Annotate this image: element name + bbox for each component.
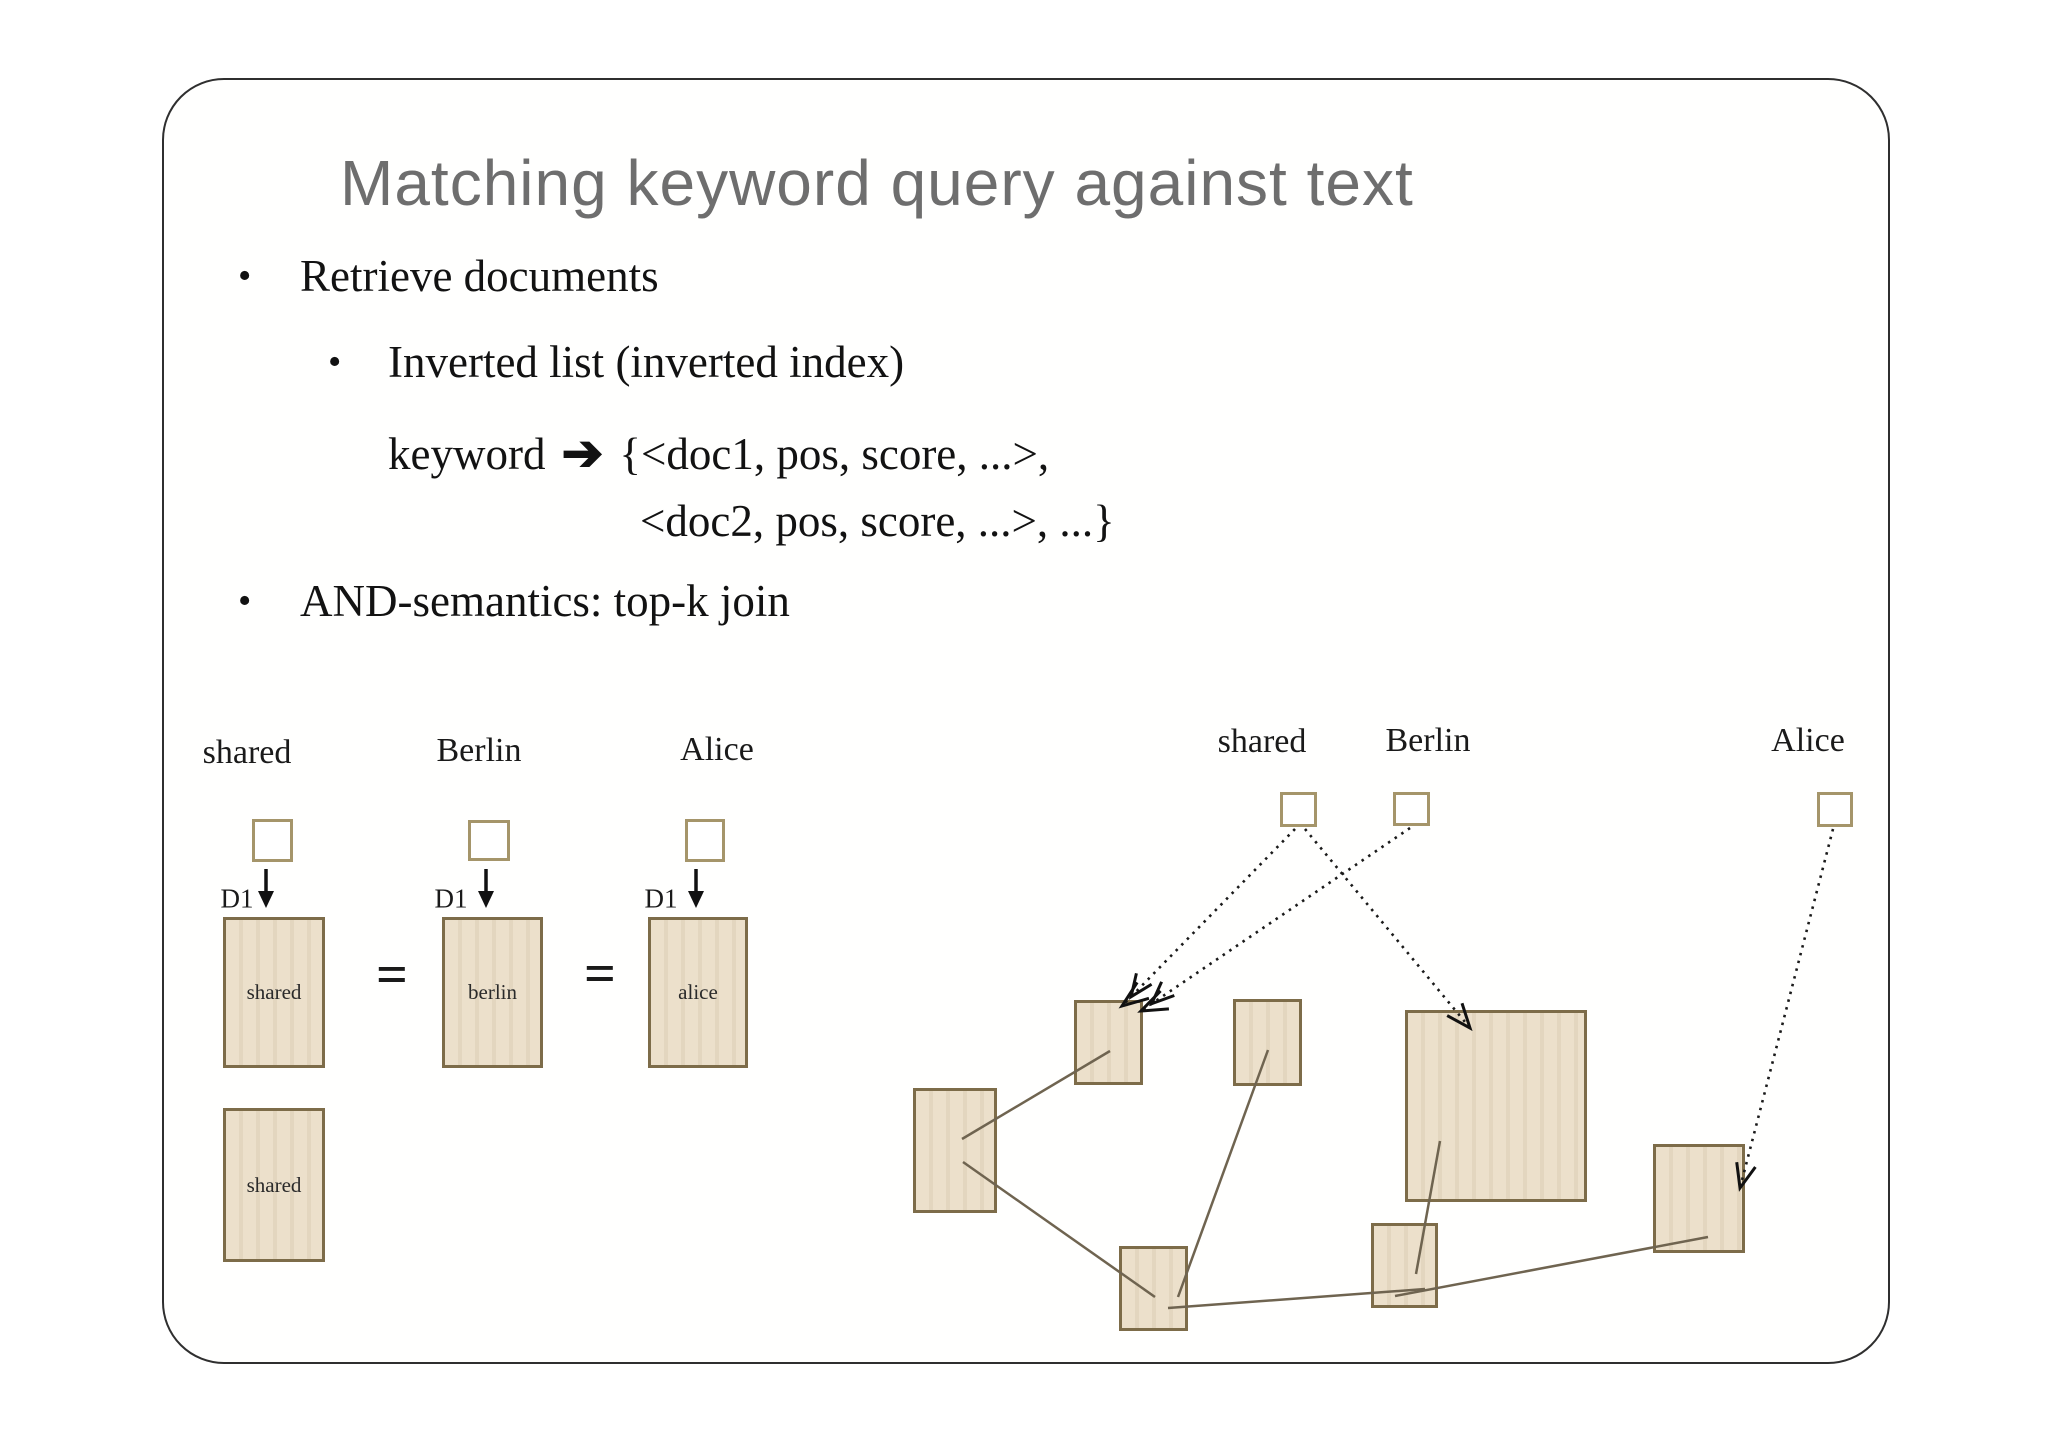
bullet-inverted-list: Inverted list (inverted index): [388, 337, 905, 387]
document-box-left: alice: [648, 917, 748, 1068]
bullet-dot: •: [328, 341, 342, 383]
posting-list-line1: {<doc1, pos, score, ...>,: [619, 429, 1050, 479]
document-box-right: [1371, 1223, 1438, 1308]
document-box-left: berlin: [442, 917, 543, 1068]
bullet-dot: •: [238, 255, 252, 297]
document-box-left: shared: [223, 917, 325, 1068]
query-keyword-box: [1393, 792, 1430, 826]
term-label-berlin: Berlin: [1385, 722, 1471, 759]
doc-id-label: D1: [220, 883, 254, 914]
document-box-label: berlin: [468, 980, 517, 1004]
page-title: Matching keyword query against text: [340, 147, 1414, 219]
query-keyword-box: [468, 820, 510, 861]
document-box-label: shared: [246, 980, 302, 1004]
term-label-alice: Alice: [680, 731, 754, 768]
equals-sign: =: [376, 944, 408, 1006]
query-keyword-box: [1280, 792, 1317, 827]
inverted-list-mapping-line1: keyword ➔ {<doc1, pos, score, ...>,: [388, 423, 1049, 481]
bullet-dot: •: [238, 580, 252, 622]
maps-to-arrow-icon: ➔: [561, 425, 604, 481]
slide-card: [162, 78, 1890, 1364]
query-keyword-box: [252, 819, 293, 862]
term-label-alice: Alice: [1771, 722, 1845, 759]
document-box-right: [1074, 1000, 1143, 1085]
document-box-right: [1119, 1246, 1188, 1331]
document-box-right: [913, 1088, 997, 1213]
keyword-label: keyword: [388, 429, 546, 479]
document-box-right: [1653, 1144, 1745, 1253]
document-box-label: shared: [246, 1172, 302, 1197]
inverted-list-mapping-line2: <doc2, pos, score, ...>, ...}: [640, 496, 1115, 546]
doc-id-label: D1: [644, 883, 678, 914]
query-keyword-box: [1817, 792, 1853, 827]
equals-sign: =: [584, 943, 616, 1005]
query-keyword-box: [685, 819, 725, 862]
document-box-left: shared: [223, 1108, 325, 1262]
bullet-retrieve-documents: Retrieve documents: [300, 251, 659, 301]
document-box-right: [1233, 999, 1302, 1086]
document-box-right: [1405, 1010, 1587, 1202]
bullet-and-semantics: AND-semantics: top-k join: [300, 576, 790, 626]
document-box-label: alice: [678, 980, 718, 1004]
doc-id-label: D1: [434, 883, 468, 914]
term-label-shared: shared: [1217, 723, 1307, 760]
term-label-shared: shared: [202, 734, 292, 771]
term-label-berlin: Berlin: [436, 732, 522, 769]
